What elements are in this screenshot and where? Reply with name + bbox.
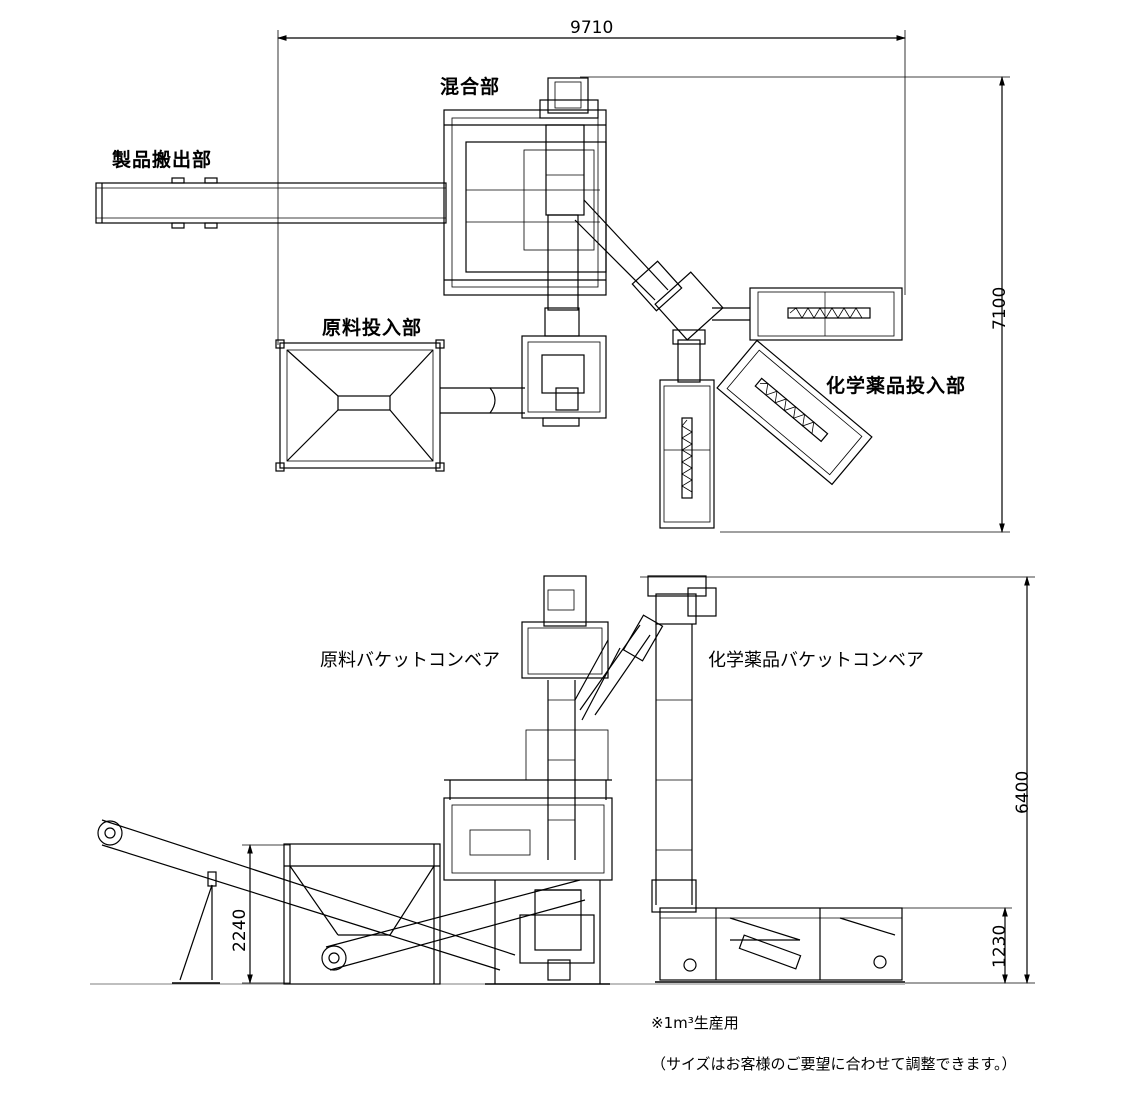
elev-chem-bucket-conveyor <box>647 575 717 913</box>
label-mixing: 混合部 <box>440 76 501 98</box>
plan-chem-unit-lower <box>659 329 715 529</box>
elev-raw-bucket-conveyor <box>521 575 621 860</box>
note-custom: （サイズはお客様のご要望に合わせて調整できます。） <box>651 1055 1017 1073</box>
label-raw-bucket: 原料バケットコンベア <box>320 650 500 671</box>
plan-raw-hopper <box>275 339 445 472</box>
label-chem-bucket: 化学薬品バケットコンベア <box>708 650 924 671</box>
dim-height-total: 6400 <box>1013 770 1033 814</box>
label-product-out: 製品搬出部 <box>112 149 213 171</box>
plan-mixing-unit <box>443 77 607 296</box>
label-raw-input: 原料投入部 <box>322 317 423 339</box>
plan-product-conveyor <box>95 177 447 229</box>
dim-width-total: 9710 <box>570 18 614 38</box>
elev-raw-hopper <box>283 843 586 985</box>
elev-chem-units <box>655 907 905 983</box>
dim-chem-unit-height: 1230 <box>990 924 1010 968</box>
dim-depth-total: 7100 <box>990 286 1010 330</box>
dim-hopper-height: 2240 <box>230 908 250 952</box>
elev-mixing-unit <box>443 779 613 985</box>
plan-chem-unit-diagonal <box>716 339 873 486</box>
note-production: ※1m³生産用 <box>651 1014 739 1032</box>
label-chem-input: 化学薬品投入部 <box>826 375 967 397</box>
plan-chem-unit-right <box>712 287 903 341</box>
